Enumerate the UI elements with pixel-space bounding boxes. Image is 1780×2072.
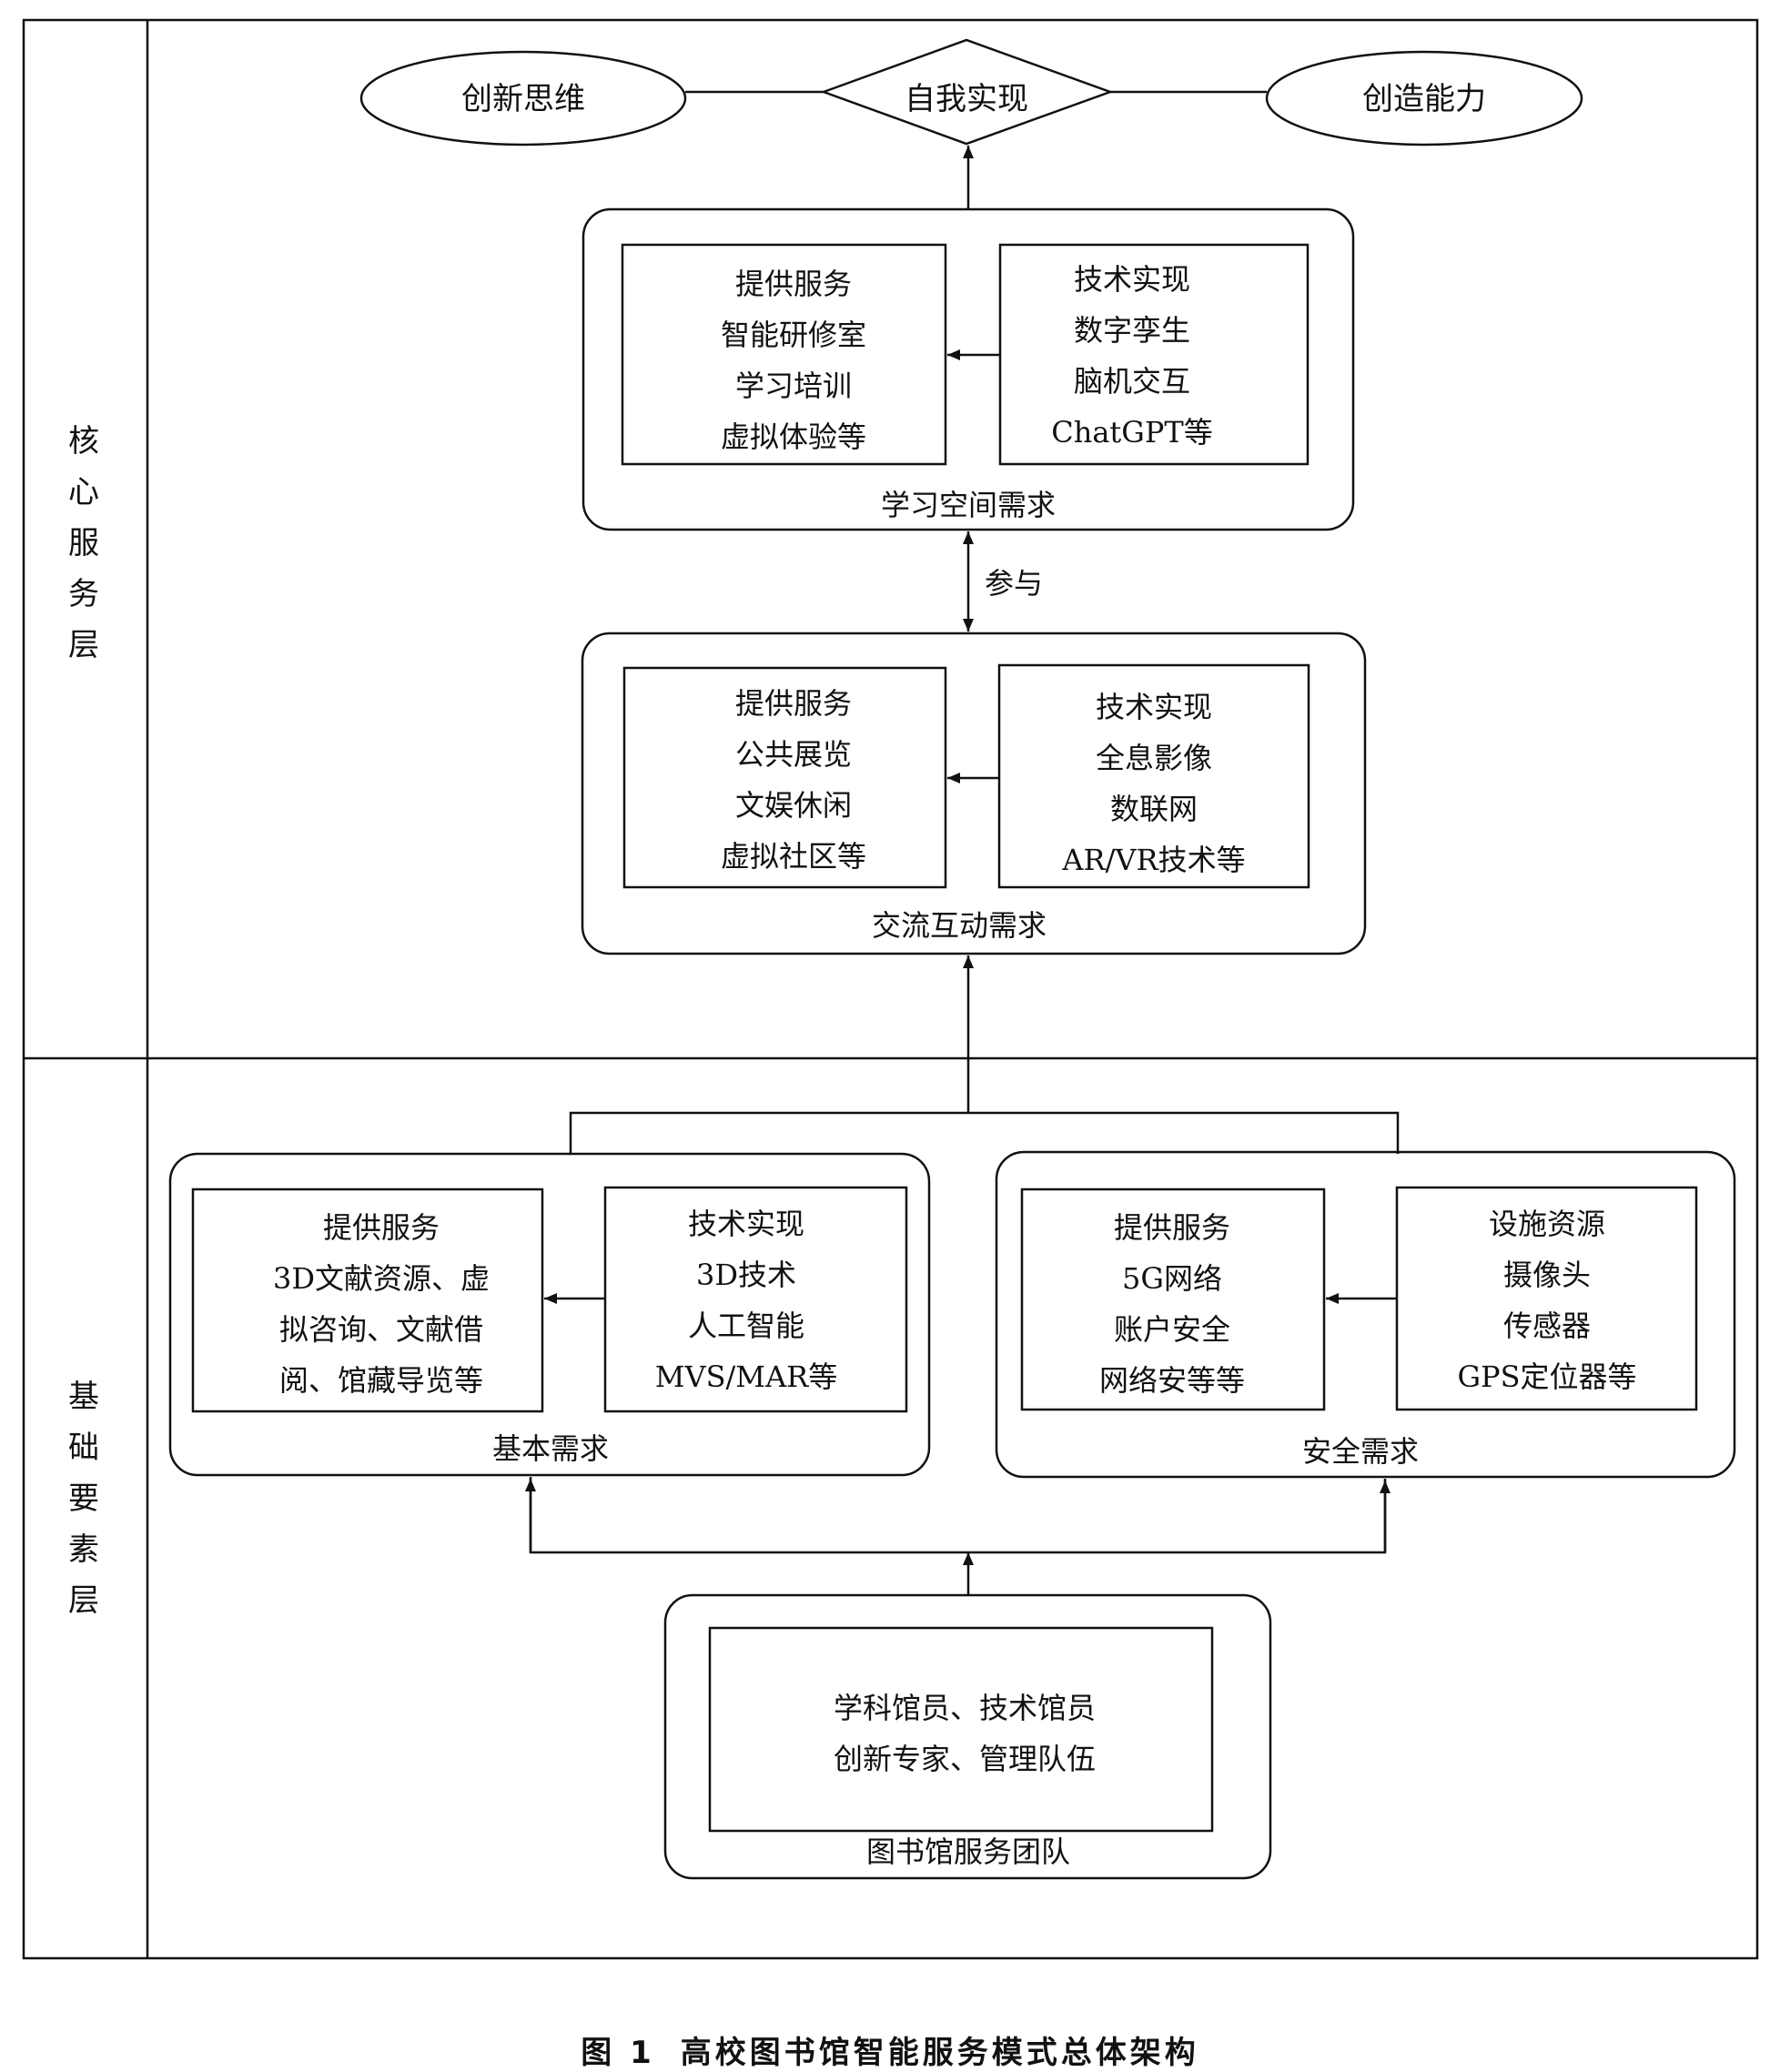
figure-number: 图 1 (581, 2035, 655, 2071)
interaction-tech-line-2: 全息影像 (1096, 741, 1212, 775)
interaction-service-line-4: 虚拟社区等 (721, 839, 866, 874)
basic-needs-label: 基本需求 (492, 1431, 609, 1466)
innovative-thinking-ellipse (359, 50, 687, 147)
core-layer-char-line-5: 层 (68, 627, 99, 663)
creativity-ellipse (1265, 50, 1583, 147)
basic-needs-group (168, 1152, 931, 1477)
innovative-thinking-label: 创新思维 (461, 81, 585, 117)
security-service-line-3: 账户安全 (1114, 1312, 1230, 1347)
interaction-tech-line-4: AR/VR技术等 (1061, 843, 1245, 877)
core-layer-char-line-2: 心 (68, 474, 99, 510)
team-member-line-2: 创新专家、管理队伍 (834, 1742, 1096, 1776)
interaction-service-line-1: 提供服务 (735, 686, 852, 721)
interaction-service-line-3: 文娱休闲 (735, 788, 852, 823)
base-layer-char-line-2: 础 (68, 1430, 99, 1466)
basic-tech-line-1: 技术实现 (688, 1207, 804, 1241)
learning-service-line-1: 提供服务 (735, 267, 852, 301)
security-tech-line-3: 传感器 (1503, 1309, 1591, 1343)
self-realization-label: 自我实现 (905, 81, 1028, 117)
core-layer-char-line-3: 服 (68, 525, 99, 561)
security-needs-group (995, 1150, 1736, 1479)
participate-label: 参与 (985, 566, 1043, 601)
security-needs-label: 安全需求 (1302, 1434, 1419, 1469)
learning-space-group (582, 207, 1355, 531)
interaction-service-line-2: 公共展览 (735, 737, 852, 772)
basic-service-line-3: 拟咨询、文献借 (279, 1312, 483, 1347)
learning-space-label: 学习空间需求 (881, 488, 1056, 522)
team-group (663, 1593, 1272, 1880)
basic-tech-line-2: 3D技术 (696, 1258, 796, 1292)
learning-service-line-4: 虚拟体验等 (721, 419, 866, 454)
creativity-label: 创造能力 (1362, 81, 1486, 117)
interaction-tech-line-1: 技术实现 (1096, 690, 1212, 724)
figure-title: 高校图书馆智能服务模式总体架构 (680, 2035, 1199, 2071)
learning-service-line-3: 学习培训 (735, 369, 852, 403)
team-label: 图书馆服务团队 (866, 1834, 1070, 1869)
team-member-line-1: 学科馆员、技术馆员 (834, 1691, 1096, 1725)
outer-frame (22, 18, 1759, 1960)
learning-service-box (621, 243, 947, 466)
interaction-tech-box (997, 663, 1310, 889)
basic-tech-line-3: 人工智能 (688, 1309, 804, 1343)
interaction-service-box (622, 666, 947, 889)
base-layer-char-line-1: 基 (68, 1379, 99, 1415)
learning-service-line-2: 智能研修室 (721, 318, 866, 352)
security-tech-line-2: 摄像头 (1503, 1258, 1591, 1292)
learning-tech-line-1: 技术实现 (1074, 262, 1190, 297)
learning-tech-line-2: 数字孪生 (1074, 313, 1190, 348)
security-tech-line-1: 设施资源 (1489, 1207, 1605, 1241)
interaction-label: 交流互动需求 (872, 908, 1047, 943)
core-layer-char-line-4: 务 (68, 576, 99, 612)
security-tech-line-4: GPS定位器等 (1457, 1359, 1636, 1394)
learning-tech-line-3: 脑机交互 (1074, 364, 1190, 399)
base-layer-char-line-5: 层 (68, 1582, 99, 1619)
security-service-line-4: 网络安等等 (1099, 1363, 1245, 1398)
base-layer-char-line-4: 素 (68, 1531, 99, 1568)
team-members-box (708, 1626, 1214, 1833)
basic-service-box (191, 1188, 544, 1413)
interaction-tech-line-3: 数联网 (1110, 792, 1198, 826)
basic-service-line-4: 阅、馆藏导览等 (279, 1363, 483, 1398)
basic-service-line-2: 3D文献资源、虚 (273, 1261, 490, 1296)
figure-caption: 图 1 高校图书馆智能服务模式总体架构 (0, 2027, 1780, 2072)
security-service-line-2: 5G网络 (1122, 1261, 1222, 1296)
learning-tech-line-4: ChatGPT等 (1051, 415, 1212, 450)
basic-tech-line-4: MVS/MAR等 (655, 1359, 838, 1394)
base-layer-char-line-3: 要 (68, 1481, 99, 1517)
core-layer-char-line-1: 核 (68, 423, 99, 460)
interaction-group (581, 632, 1367, 955)
security-service-line-1: 提供服务 (1114, 1210, 1230, 1245)
basic-service-line-1: 提供服务 (323, 1210, 440, 1245)
security-service-box (1020, 1188, 1326, 1411)
